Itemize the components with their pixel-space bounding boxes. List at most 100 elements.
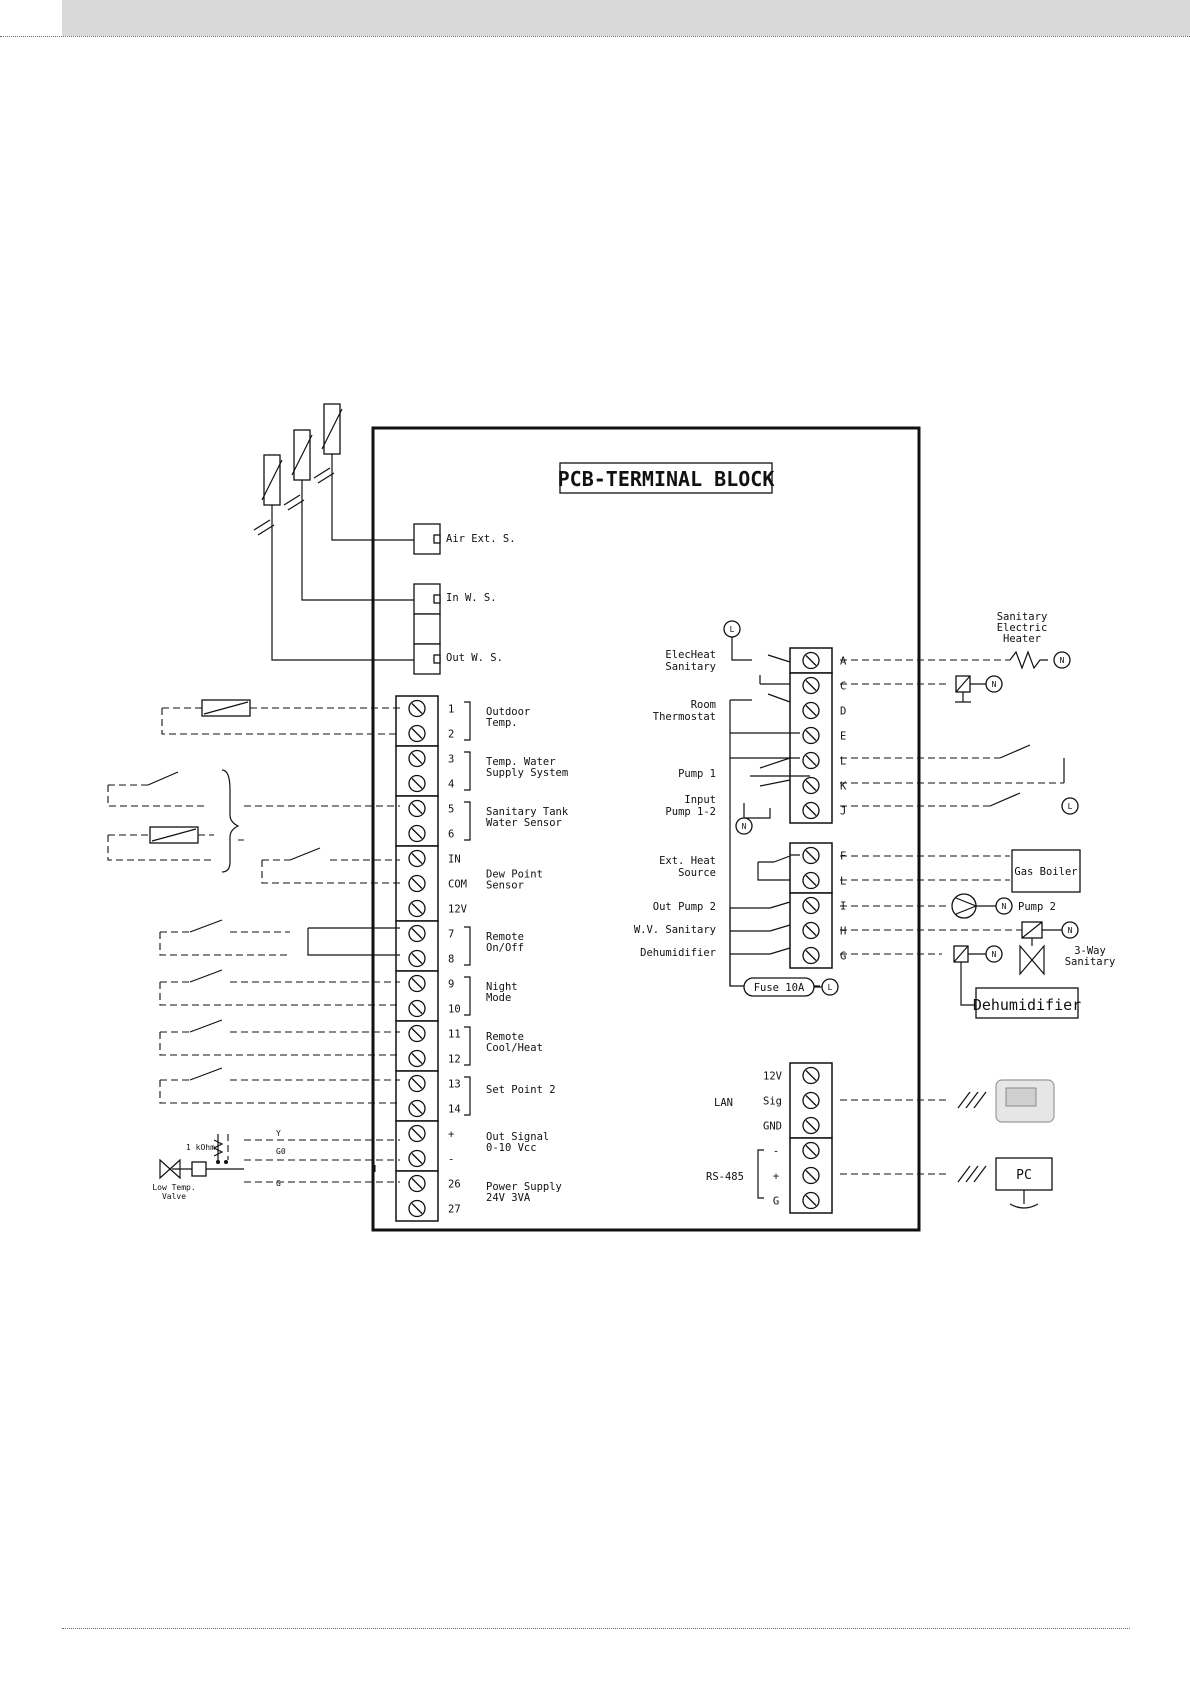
terminal-description: Dew Point — [486, 869, 543, 881]
title-text: PCB-TERMINAL BLOCK — [558, 467, 775, 491]
pc-label: PC — [1016, 1168, 1032, 1183]
lan-label: LAN — [714, 1097, 733, 1109]
screw-slot — [411, 1003, 423, 1014]
terminal-description: Night — [486, 981, 518, 993]
terminal-bracket — [464, 926, 471, 966]
fuse-label: Fuse 10A — [754, 982, 805, 994]
heater-label-3: Heater — [1003, 633, 1041, 645]
screw-slot — [805, 655, 817, 666]
terminal-number: 6 — [448, 829, 454, 841]
screw-slot — [411, 1078, 423, 1089]
terminal-number: IN — [448, 854, 461, 866]
terminal-bracket — [464, 751, 471, 791]
terminal-description: Out Signal — [486, 1131, 549, 1143]
terminal-letter: J — [840, 806, 846, 818]
screw-slot — [411, 978, 423, 989]
terminal-number: 4 — [448, 779, 454, 791]
terminal-description: Cool/Heat — [486, 1042, 543, 1054]
rs485-pin-label: G — [773, 1196, 779, 1208]
dehumidifier-box-label: Dehumidifier — [973, 996, 1081, 1014]
dehumidifier-label: Dehumidifier — [640, 947, 716, 959]
terminal-description: Supply System — [486, 767, 568, 779]
screw-slot — [805, 1145, 817, 1156]
valve-name-2: Valve — [162, 1192, 186, 1201]
node-n-pump: N — [742, 822, 747, 831]
heater-label-1: Sanitary — [997, 611, 1048, 623]
pump1-label: Pump 1 — [678, 768, 716, 780]
screw-slot — [411, 1028, 423, 1039]
terminal-description: Remote — [486, 1031, 524, 1043]
screw-slot — [805, 1070, 817, 1081]
terminal-bracket — [464, 1026, 471, 1066]
three-way-label-1: 3-Way — [1074, 945, 1106, 957]
right-external-wiring — [840, 650, 1081, 1209]
node-n-pump2: N — [1002, 902, 1007, 911]
terminal-description: Mode — [486, 992, 511, 1004]
out-ws-label: Out W. S. — [446, 652, 503, 664]
terminal-letter: L — [840, 876, 846, 888]
screw-slot — [411, 903, 423, 914]
terminal-bracket — [464, 801, 471, 841]
screw-slot — [805, 730, 817, 741]
screw-slot — [411, 878, 423, 889]
terminal-letter: H — [840, 926, 846, 938]
terminal-number: 12V — [448, 904, 468, 916]
terminal-letter: G — [840, 951, 846, 963]
screw-slot — [805, 805, 817, 816]
right-internal-wiring — [723, 620, 839, 997]
valve-wire-y: Y — [276, 1129, 281, 1138]
terminal-letter: L — [840, 756, 846, 768]
screw-slot — [805, 780, 817, 791]
sensor-probes — [253, 403, 441, 675]
lan-pin-label: GND — [763, 1121, 782, 1133]
terminal-bracket — [464, 976, 471, 1016]
terminal-number: 5 — [448, 804, 454, 816]
terminal-number: + — [448, 1129, 454, 1141]
terminal-letter: E — [840, 731, 846, 743]
terminal-description: Water Sensor — [486, 817, 562, 829]
terminal-description: Temp. — [486, 717, 518, 729]
terminal-bracket — [464, 1076, 471, 1116]
terminal-number: 7 — [448, 929, 454, 941]
right-terminal-block: FL — [789, 842, 846, 894]
terminal-description: Temp. Water — [486, 756, 556, 768]
terminal-number: 8 — [448, 954, 454, 966]
screw-slot — [411, 953, 423, 964]
gas-boiler-label: Gas Boiler — [1014, 866, 1077, 878]
input-pump-label-1: Input — [684, 794, 716, 806]
out-pump2-label: Out Pump 2 — [653, 901, 716, 913]
terminal-letter: K — [840, 781, 847, 793]
terminal-number: 26 — [448, 1179, 461, 1191]
room-thermostat-label-1: Room — [691, 699, 716, 711]
terminal-number: 2 — [448, 729, 454, 741]
pcb-outline — [371, 426, 921, 1232]
node-l-j: L — [1068, 802, 1073, 811]
terminal-number: - — [448, 1154, 454, 1166]
screw-slot — [411, 928, 423, 939]
input-pump-label-2: Pump 1-2 — [665, 806, 716, 818]
screw-slot — [411, 1103, 423, 1114]
lan-pin-label: Sig — [763, 1096, 782, 1108]
terminal-number: 9 — [448, 979, 454, 991]
screw-slot — [805, 875, 817, 886]
screw-slot — [411, 728, 423, 739]
rs485-pin-label: - — [773, 1146, 779, 1158]
screw-slot — [805, 1195, 817, 1206]
elec-heat-label-2: Sanitary — [665, 661, 716, 673]
terminal-bracket — [464, 701, 471, 741]
screw-slot — [411, 778, 423, 789]
left-field-wiring — [107, 699, 400, 1183]
terminal-number: 3 — [448, 754, 454, 766]
lan-pin-label: 12V — [763, 1071, 783, 1083]
valve-wire-g: G — [276, 1179, 281, 1188]
